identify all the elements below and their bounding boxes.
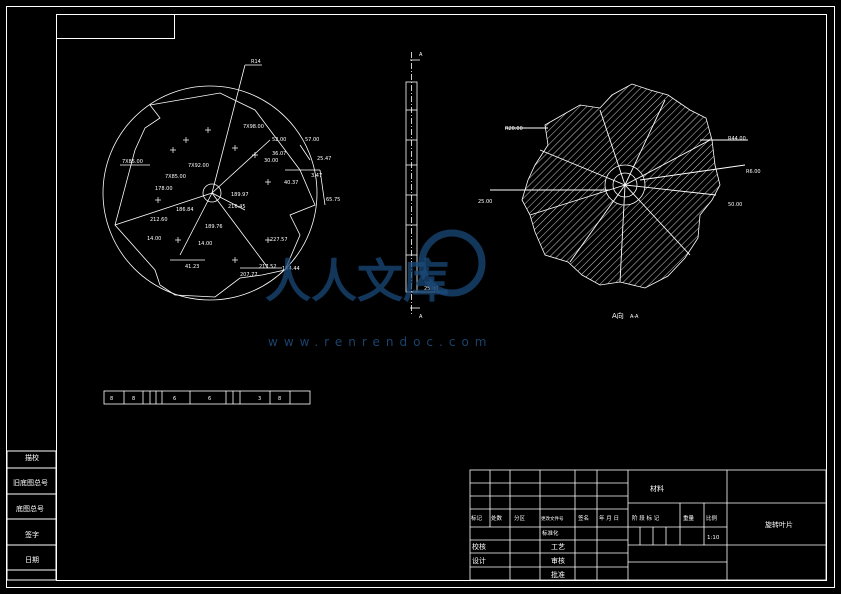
blade-dim-right: 50.00 bbox=[728, 202, 742, 208]
dim-24: 1X4.44 bbox=[282, 266, 300, 272]
section-label-bottom: A bbox=[419, 314, 423, 320]
tb-name: 旋转叶片 bbox=[765, 520, 793, 529]
title-block-text: 材料 旋转叶片 标记 处数 分区 更改文件号 签名 年 月 日 阶 段 标 记 … bbox=[471, 484, 793, 579]
dim-20: 65.75 bbox=[326, 197, 340, 203]
dim-21: 227.57 bbox=[270, 237, 288, 243]
dim-25: 207.77 bbox=[240, 272, 258, 278]
side-label-1: 旧底图总号 bbox=[13, 478, 48, 487]
outer-frame bbox=[6, 6, 835, 588]
tb-hdr-0: 标记 bbox=[471, 514, 483, 522]
section-view bbox=[405, 52, 440, 315]
dim-6: 189.97 bbox=[231, 192, 249, 198]
plan-dimensions: R14 7X98.00 7X85.00 7X92.00 7X85.00 178.… bbox=[122, 59, 340, 278]
dim-19: 40.37 bbox=[284, 180, 298, 186]
part-2: 6 bbox=[173, 396, 176, 402]
part-3: 6 bbox=[208, 396, 211, 402]
dim-9: 216.45 bbox=[228, 204, 246, 210]
parts-strip-labels: 8 8 6 6 3 8 bbox=[110, 396, 281, 402]
tb-weight: 重量 bbox=[683, 514, 695, 522]
tb-hdr-2: 分区 bbox=[514, 514, 526, 522]
blade-view bbox=[490, 83, 748, 289]
part-0: 8 bbox=[110, 396, 113, 402]
dim-7: 186.84 bbox=[176, 207, 194, 213]
dim-3: 7X92.00 bbox=[188, 163, 209, 169]
watermark: 人人文库 www.renrendoc.com bbox=[265, 229, 492, 349]
tb-scale-label: 比例 bbox=[706, 514, 718, 522]
dim-23: 189.76 bbox=[205, 224, 223, 230]
dim-15: 52.00 bbox=[272, 137, 286, 143]
blade-caption-small: A-A bbox=[630, 314, 639, 320]
side-label-2: 底图总号 bbox=[16, 504, 44, 513]
side-label-4: 日期 bbox=[25, 556, 39, 564]
parts-strip bbox=[103, 390, 311, 405]
corner-box bbox=[56, 14, 175, 39]
plan-markers bbox=[155, 127, 271, 263]
dim-11: 14.00 bbox=[198, 241, 212, 247]
blade-r-left: R20.00 bbox=[505, 126, 523, 132]
tb-hdr-4: 签名 bbox=[578, 514, 589, 522]
blade-caption: A向 bbox=[612, 311, 624, 320]
tb-check: 校核 bbox=[472, 542, 486, 551]
tb-hdr-5: 年 月 日 bbox=[599, 514, 619, 522]
dim-1: 7X98.00 bbox=[243, 124, 264, 130]
dim-18: 3.47 bbox=[311, 173, 322, 179]
side-label-0: 描校 bbox=[25, 453, 39, 462]
dim-16: 57.00 bbox=[305, 137, 319, 143]
side-label-3: 签字 bbox=[25, 530, 39, 539]
dim-12: 41.23 bbox=[185, 264, 199, 270]
inner-frame bbox=[56, 14, 827, 581]
blade-labels: R20.00 R44.00 25.00 50.00 R6.00 A向 A-A bbox=[478, 126, 761, 320]
dim-4: 7X85.00 bbox=[165, 174, 186, 180]
dim-10: 14.00 bbox=[147, 236, 161, 242]
dim-14: 36.07 bbox=[272, 151, 286, 157]
tb-stage: 阶 段 标 记 bbox=[632, 514, 660, 522]
section-label-top: A bbox=[419, 52, 423, 58]
blade-r-right: R44.00 bbox=[728, 136, 746, 142]
tb-hdr-1: 处数 bbox=[491, 514, 503, 522]
blade-dim-far: R6.00 bbox=[746, 169, 761, 175]
side-label-table: 描校 旧底图总号 底图总号 签字 日期 bbox=[6, 450, 57, 581]
watermark-logo-icon bbox=[418, 229, 486, 297]
part-1: 8 bbox=[132, 396, 135, 402]
part-4: 3 bbox=[258, 396, 261, 402]
tb-scale: 1:10 bbox=[707, 535, 720, 541]
watermark-main: 人人文库 bbox=[265, 254, 449, 308]
tb-material: 材料 bbox=[650, 484, 664, 493]
tb-review: 审核 bbox=[551, 556, 565, 565]
tb-design: 设计 bbox=[472, 556, 486, 565]
dim-r14: R14 bbox=[251, 59, 261, 65]
dim-22: 217.52 bbox=[259, 264, 277, 270]
dim-2: 7X85.00 bbox=[122, 159, 143, 165]
dim-17: 25.47 bbox=[317, 156, 331, 162]
tb-process: 工艺 bbox=[551, 543, 565, 551]
tb-approve: 批准 bbox=[551, 570, 565, 579]
tb-std: 标准化 bbox=[542, 529, 559, 537]
part-5: 8 bbox=[278, 396, 281, 402]
watermark-sub: www.renrendoc.com bbox=[268, 335, 492, 349]
plan-view bbox=[102, 64, 326, 301]
dim-5: 178.00 bbox=[155, 186, 173, 192]
blade-dim-left: 25.00 bbox=[478, 199, 492, 205]
dim-13: 30.00 bbox=[264, 158, 278, 164]
tb-hdr-3: 更改文件号 bbox=[541, 515, 564, 522]
dim-8: 212.60 bbox=[150, 217, 168, 223]
title-block bbox=[469, 469, 827, 581]
